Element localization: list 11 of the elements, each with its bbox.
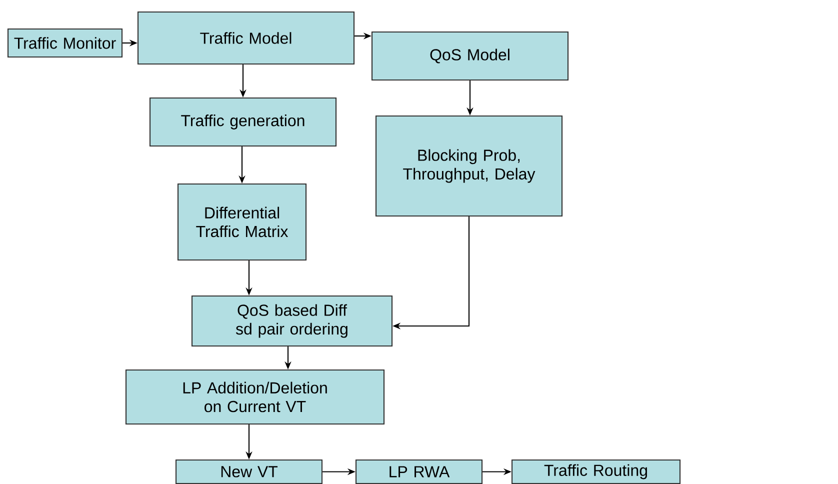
process-box: Traffic Routing	[511, 459, 681, 484]
process-box: New VT	[175, 459, 323, 484]
process-box: Blocking Prob, Throughput, Delay	[375, 115, 563, 217]
process-box: LP Addition/Deletion on Current VT	[125, 369, 385, 425]
process-box: Traffic Model	[137, 11, 355, 65]
process-box: QoS based Diff sd pair ordering	[191, 295, 393, 347]
process-box: Traffic Monitor	[7, 28, 123, 58]
process-box: Traffic generation	[149, 97, 337, 147]
process-box: QoS Model	[371, 31, 569, 81]
process-box: LP RWA	[355, 459, 483, 484]
process-box: Differential Traffic Matrix	[177, 183, 307, 261]
